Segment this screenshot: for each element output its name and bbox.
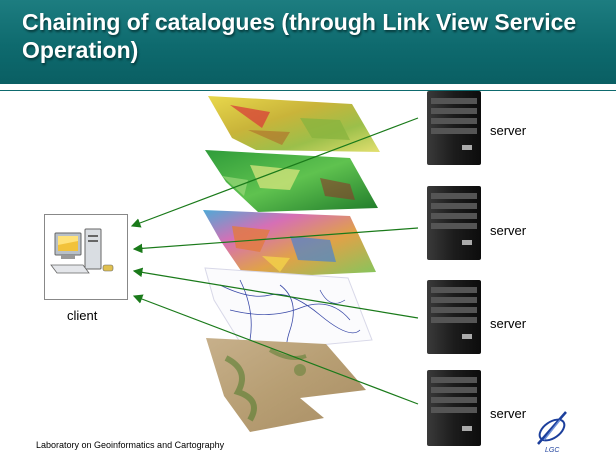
client-computer-icon <box>50 228 114 274</box>
elevation-map-layer <box>206 338 366 432</box>
connector-arrow <box>132 227 419 254</box>
connector-arrow <box>132 294 419 405</box>
geology-map-layer <box>203 210 376 278</box>
server-icon <box>427 370 481 446</box>
server-label: server <box>490 123 527 138</box>
server-icon <box>427 186 481 260</box>
server-icon <box>427 91 481 165</box>
connector-arrow <box>130 117 419 228</box>
slide-title: Chaining of catalogues (through Link Vie… <box>22 9 577 63</box>
vegetation-map-layer <box>205 150 378 212</box>
title-bar: Chaining of catalogues (through Link Vie… <box>0 0 616 84</box>
title-rule <box>0 84 616 90</box>
lgc-logo: LGC <box>537 411 567 454</box>
server-label: server <box>490 406 527 421</box>
footer-text: Laboratory on Geoinformatics and Cartogr… <box>36 440 225 450</box>
land-use-map-layer <box>208 96 380 152</box>
client-label: client <box>67 308 98 323</box>
server-label: server <box>490 316 527 331</box>
connector-arrow <box>132 267 419 319</box>
title-rule-line <box>0 90 616 91</box>
server-icon <box>427 280 481 354</box>
server-label: server <box>490 223 527 238</box>
client-box <box>44 214 128 300</box>
svg-text:LGC: LGC <box>545 447 560 454</box>
